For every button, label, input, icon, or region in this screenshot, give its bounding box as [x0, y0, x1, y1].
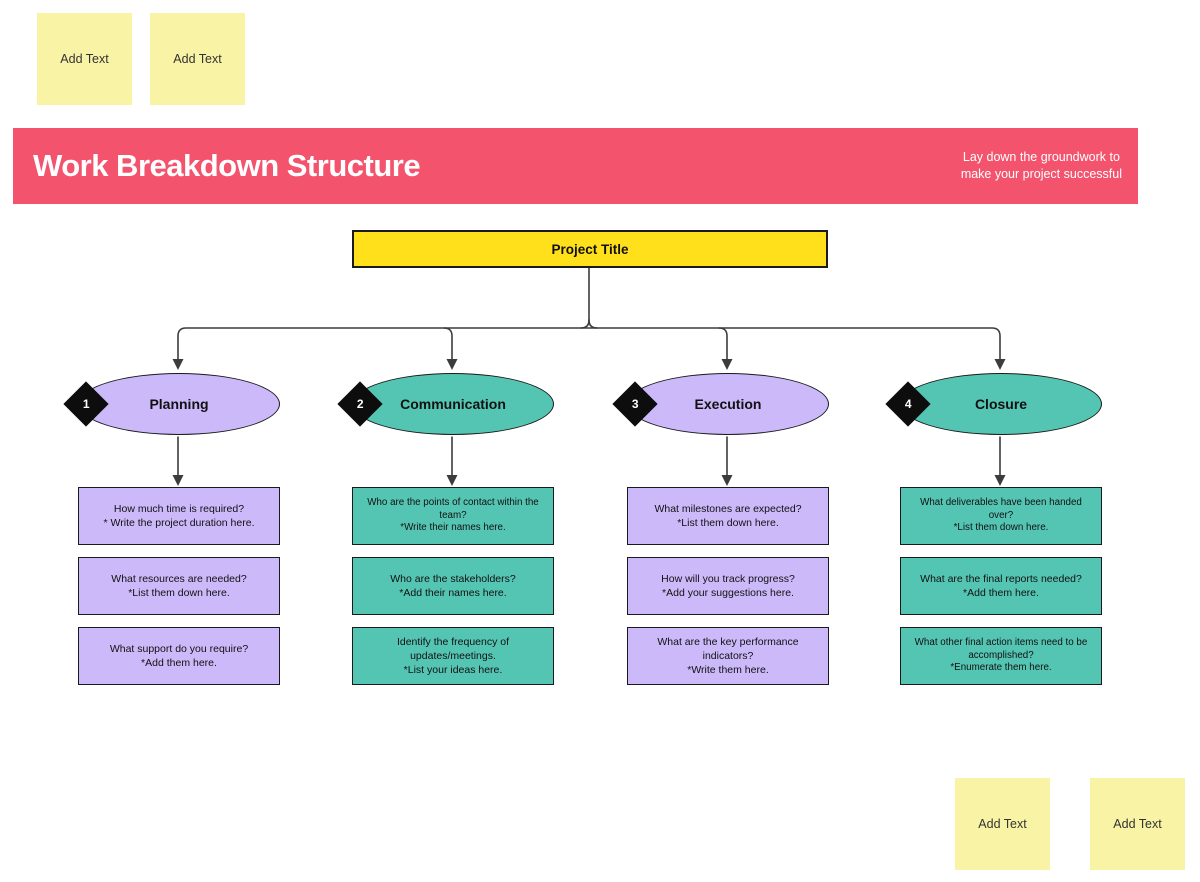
branch-node-closure[interactable]: 4 Closure: [885, 373, 1102, 435]
task-box[interactable]: What are the final reports needed? *Add …: [900, 557, 1102, 615]
task-box[interactable]: Who are the stakeholders? *Add their nam…: [352, 557, 554, 615]
task-box[interactable]: What deliverables have been handed over?…: [900, 487, 1102, 545]
sticky-note[interactable]: Add Text: [955, 778, 1050, 870]
branch-node-planning[interactable]: 1 Planning: [63, 373, 280, 435]
page-title: Work Breakdown Structure: [33, 148, 421, 183]
branch-number-badge: 3: [612, 381, 658, 427]
branch-number: 4: [904, 397, 912, 411]
task-text: What milestones are expected? *List them…: [654, 502, 802, 529]
task-box[interactable]: What support do you require? *Add them h…: [78, 627, 280, 685]
sticky-note-label: Add Text: [60, 52, 109, 66]
branch-number-badge: 1: [63, 381, 109, 427]
branch-label: Execution: [694, 396, 762, 412]
root-node-label: Project Title: [551, 241, 629, 257]
branch-label: Planning: [149, 396, 209, 412]
task-box[interactable]: What are the key performance indicators?…: [627, 627, 829, 685]
task-text: What are the final reports needed? *Add …: [920, 572, 1082, 599]
branch-label: Closure: [974, 396, 1028, 412]
task-text: What resources are needed? *List them do…: [111, 572, 247, 599]
branch-number: 2: [356, 397, 364, 411]
branch-label: Communication: [400, 396, 506, 412]
branch-node-communication[interactable]: 2 Communication: [337, 373, 554, 435]
branch-node-execution[interactable]: 3 Execution: [612, 373, 829, 435]
sticky-note[interactable]: Add Text: [37, 13, 132, 105]
branch-number-badge: 4: [885, 381, 931, 427]
task-box[interactable]: Identify the frequency of updates/meetin…: [352, 627, 554, 685]
sticky-note-label: Add Text: [978, 817, 1027, 831]
branch-number: 1: [82, 397, 90, 411]
task-text: Identify the frequency of updates/meetin…: [396, 635, 510, 677]
root-node[interactable]: Project Title: [352, 230, 828, 268]
title-banner[interactable]: Work Breakdown Structure Lay down the gr…: [13, 128, 1138, 204]
task-box[interactable]: Who are the points of contact within the…: [352, 487, 554, 545]
branch-number: 3: [631, 397, 639, 411]
task-box[interactable]: What milestones are expected? *List them…: [627, 487, 829, 545]
page-subtitle: Lay down the groundwork to make your pro…: [960, 150, 1122, 181]
task-text: How will you track progress? *Add your s…: [661, 572, 795, 599]
task-box[interactable]: How much time is required? * Write the p…: [78, 487, 280, 545]
task-text: What deliverables have been handed over?…: [920, 496, 1082, 534]
sticky-note-label: Add Text: [173, 52, 222, 66]
sticky-note[interactable]: Add Text: [1090, 778, 1185, 870]
sticky-note-label: Add Text: [1113, 817, 1162, 831]
task-text: What support do you require? *Add them h…: [109, 642, 249, 669]
branch-number-badge: 2: [337, 381, 383, 427]
task-text: What are the key performance indicators?…: [657, 635, 799, 677]
task-text: What other final action items need to be…: [914, 636, 1088, 674]
task-text: How much time is required? * Write the p…: [103, 502, 255, 529]
task-box[interactable]: What resources are needed? *List them do…: [78, 557, 280, 615]
sticky-note[interactable]: Add Text: [150, 13, 245, 105]
task-text: Who are the stakeholders? *Add their nam…: [390, 572, 516, 599]
task-text: Who are the points of contact within the…: [367, 496, 539, 534]
task-box[interactable]: How will you track progress? *Add your s…: [627, 557, 829, 615]
task-box[interactable]: What other final action items need to be…: [900, 627, 1102, 685]
